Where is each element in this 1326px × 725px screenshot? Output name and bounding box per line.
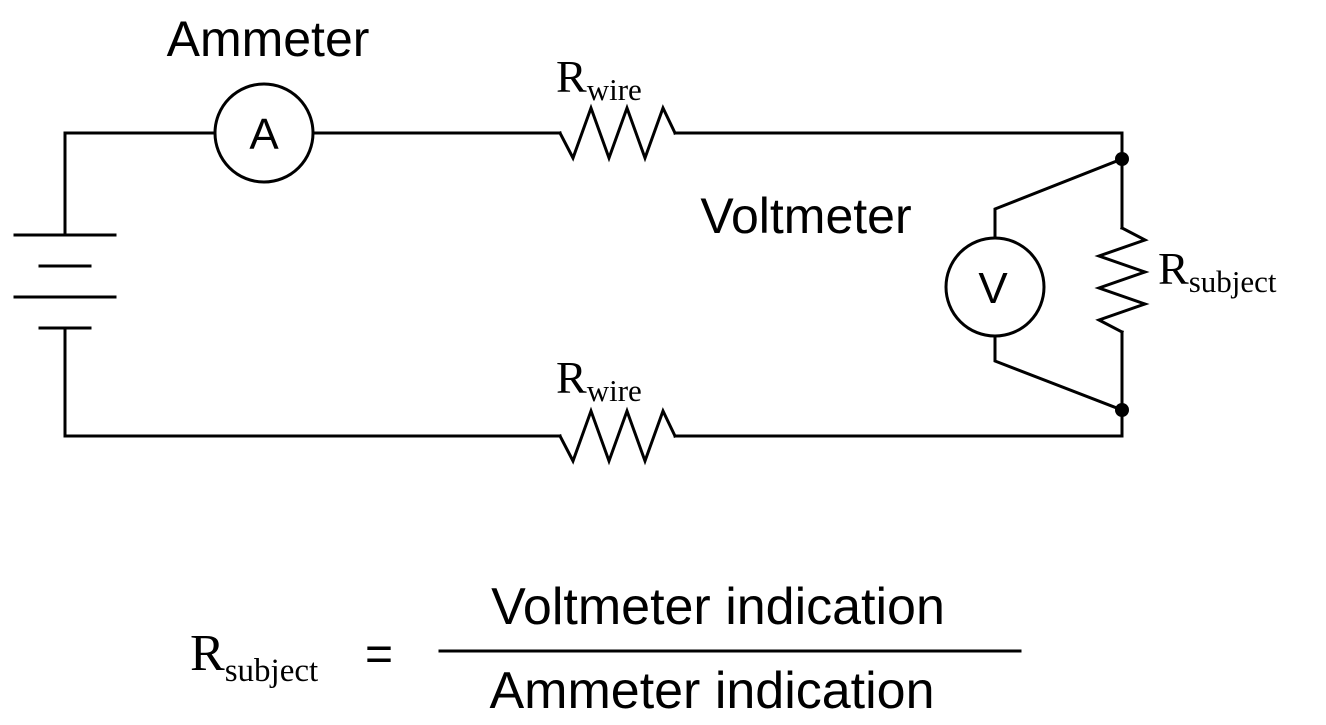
ammeter-label: Ammeter [167,11,370,67]
voltmeter-symbol: V [944,236,1046,338]
formula-equals: = [365,628,393,681]
bottom-wire-resistor [557,406,678,466]
ammeter-letter: A [249,110,279,159]
formula-denominator: Ammeter indication [489,662,934,720]
formula: Rsubject = Voltmeter indication Ammeter … [190,578,1022,720]
formula-lhs: Rsubject [190,625,318,689]
ammeter-symbol: A [213,82,315,184]
voltmeter-leads [993,157,1124,412]
bottom-resistor-label: Rwire [556,352,642,408]
voltmeter-label: Voltmeter [700,188,911,244]
voltmeter-letter: V [978,264,1008,313]
top-resistor-label: Rwire [556,51,642,107]
top-wire-resistor [557,103,678,163]
subject-resistor [1094,131,1150,438]
subject-resistor-label: Rsubject [1158,243,1277,299]
battery-symbol [13,131,117,438]
formula-numerator: Voltmeter indication [491,578,945,636]
